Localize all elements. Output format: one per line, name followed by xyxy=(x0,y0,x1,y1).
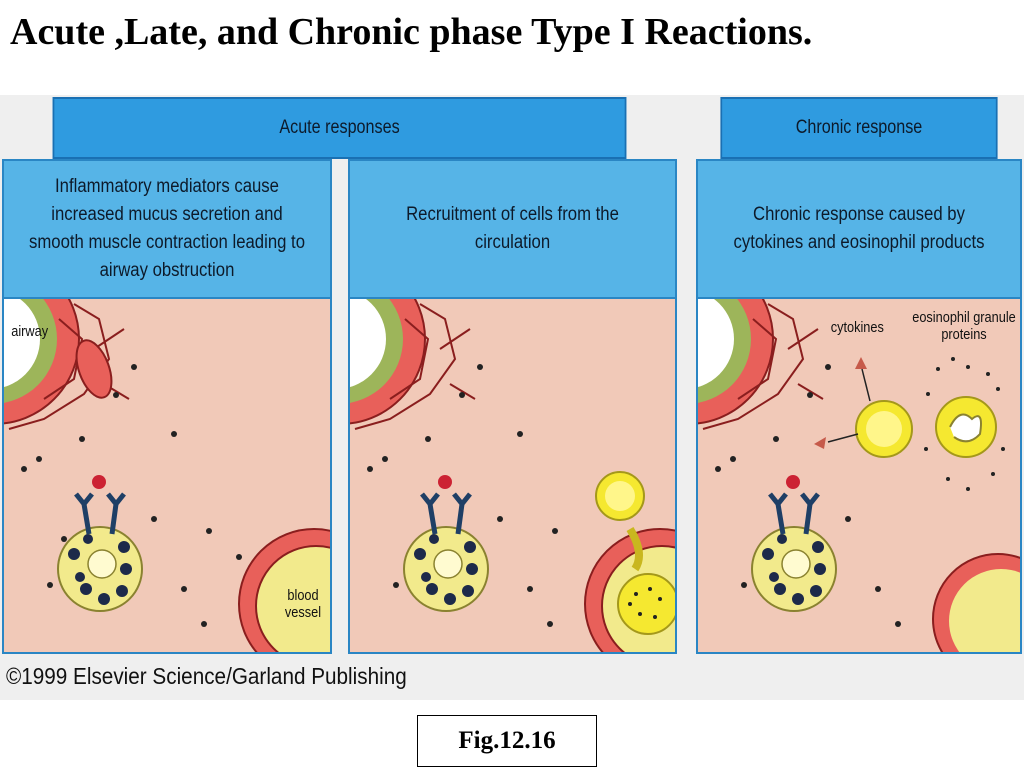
acute-phase-illustration xyxy=(4,299,330,652)
eosinophil-granule-proteins-label: eosinophil granule proteins xyxy=(912,309,1016,343)
panel-3-caption-box: Chronic response caused by cytokines and… xyxy=(696,159,1022,299)
figure: Acute responses Chronic response Inflamm… xyxy=(0,95,1024,700)
airway-label: airway xyxy=(11,323,49,340)
panel-2-caption-box: Recruitment of cells from the circulatio… xyxy=(348,159,677,299)
panel-3-caption: Chronic response caused by cytokines and… xyxy=(733,204,985,253)
figure-label: Fig.12.16 xyxy=(458,727,556,754)
acute-responses-header: Acute responses xyxy=(52,97,627,159)
panel-2-scene xyxy=(348,297,677,654)
panel-1-caption: Inflammatory mediators cause increased m… xyxy=(28,176,306,281)
panel-2-caption: Recruitment of cells from the circulatio… xyxy=(406,204,619,253)
chronic-phase-illustration xyxy=(698,299,1020,652)
figure-label-box: Fig.12.16 xyxy=(417,715,597,767)
cytokines-label: cytokines xyxy=(830,319,884,336)
panel-1-scene: airway blood vessel xyxy=(2,297,332,654)
copyright-notice: ©1999 Elsevier Science/Garland Publishin… xyxy=(6,663,407,689)
panel-3-scene: cytokines eosinophil granule proteins xyxy=(696,297,1022,654)
slide-title: Acute ,Late, and Chronic phase Type I Re… xyxy=(10,11,813,53)
panel-1-caption-box: Inflammatory mediators cause increased m… xyxy=(2,159,332,299)
blood-vessel-label: blood vessel xyxy=(284,587,322,621)
chronic-response-header: Chronic response xyxy=(720,97,998,159)
late-phase-illustration xyxy=(350,299,675,652)
